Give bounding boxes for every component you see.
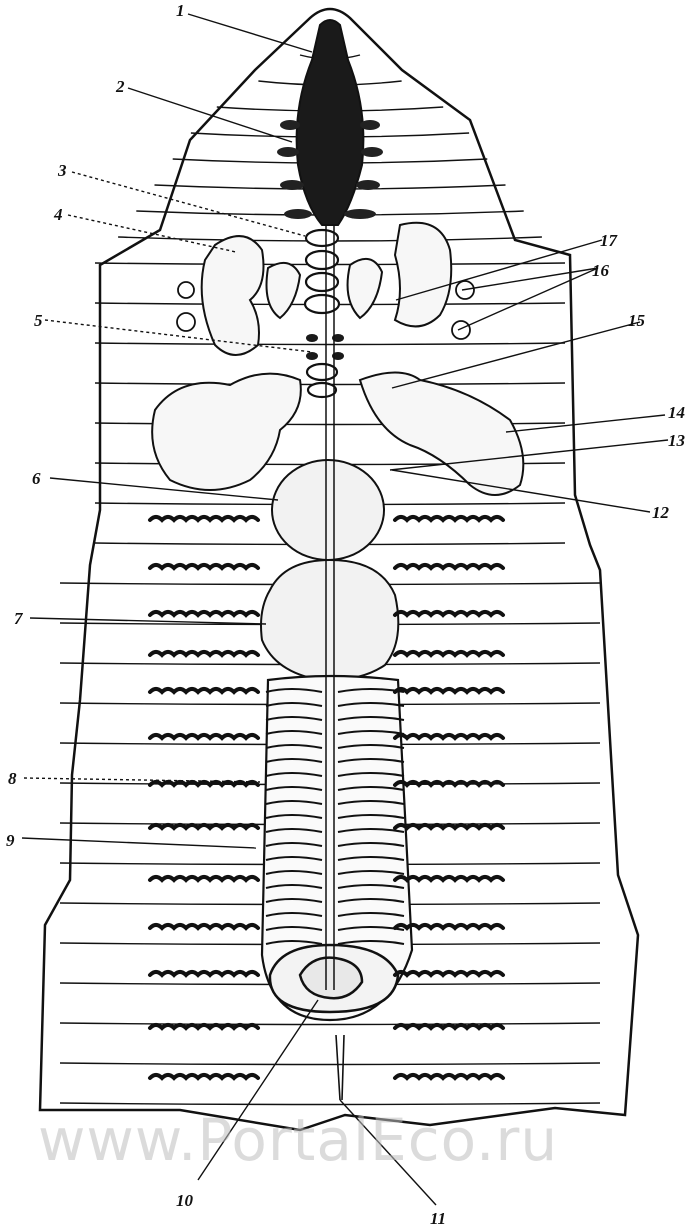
nephridium: [148, 563, 260, 571]
nephridium: [393, 823, 505, 831]
segment-line: [59, 1102, 601, 1106]
nephridium: [393, 610, 505, 618]
intestine-fold: [265, 912, 405, 917]
intestine-fold: [265, 898, 405, 903]
callout-labels: 1 2 3 4 5 6 7 8 9 10 11 12 13 14 15 16 1…: [6, 1, 686, 1228]
label-15: 15: [628, 311, 646, 330]
nephridium: [393, 650, 505, 658]
nephridium: [148, 875, 260, 883]
intestine-fold: [265, 744, 405, 749]
nephridium: [393, 563, 505, 571]
nephridium: [148, 733, 260, 741]
crop: [271, 459, 385, 561]
label-8: 8: [8, 769, 17, 788]
anal-end: [335, 1034, 345, 1101]
watermark: www.PortalEco.ru: [38, 1106, 558, 1174]
segment-line: [59, 1062, 601, 1066]
nephridium: [393, 1073, 505, 1081]
label-9: 9: [6, 831, 15, 850]
intestine-fold: [265, 870, 405, 875]
label-3: 3: [57, 161, 67, 180]
label-16: 16: [592, 261, 610, 280]
hearts: [303, 228, 341, 399]
intestine-fold: [265, 814, 405, 819]
nephridium: [148, 970, 260, 978]
intestine-fold: [265, 926, 405, 931]
nephridium: [148, 823, 260, 831]
nephridium: [148, 650, 260, 658]
label-2: 2: [115, 77, 125, 96]
nephridium: [393, 923, 505, 931]
label-13: 13: [668, 431, 686, 450]
intestine-fold: [265, 758, 405, 763]
nephridium: [393, 687, 505, 695]
nephridium: [148, 515, 260, 523]
intestine-fold: [265, 828, 405, 833]
label-14: 14: [668, 403, 685, 422]
label-4: 4: [53, 205, 63, 224]
seminal-vesicles: [151, 221, 525, 496]
intestine-fold: [265, 730, 405, 735]
intestine-fold: [265, 786, 405, 791]
pharyngeal-glands: [277, 120, 383, 219]
nephridium: [148, 1023, 260, 1031]
label-7: 7: [14, 609, 24, 628]
label-5: 5: [34, 311, 43, 330]
nephridium: [393, 733, 505, 741]
nephridium: [148, 1073, 260, 1081]
label-10: 10: [176, 1191, 194, 1210]
intestine-fold: [265, 940, 405, 945]
seminal-receptacles: [176, 280, 475, 340]
intestine-fold: [265, 702, 405, 707]
nephridium: [393, 1023, 505, 1031]
pharynx: [295, 19, 365, 226]
label-6: 6: [32, 469, 41, 488]
intestine-fold: [265, 772, 405, 777]
intestine-folds: [265, 688, 405, 945]
label-1: 1: [176, 1, 185, 20]
segment-line: [59, 1022, 601, 1026]
dorsal-vessel: [325, 225, 335, 990]
intestine-fold: [265, 800, 405, 805]
label-11: 11: [430, 1209, 446, 1228]
nephridium: [393, 875, 505, 883]
nephridium: [393, 970, 505, 978]
nephridium: [148, 923, 260, 931]
nephridium: [148, 610, 260, 618]
label-17: 17: [600, 231, 619, 250]
intestine-fold: [265, 884, 405, 889]
leader-lines: [21, 13, 669, 1206]
gizzard: [260, 558, 400, 682]
intestine-fold: [265, 842, 405, 847]
nephridium: [393, 515, 505, 523]
nephridium: [393, 780, 505, 788]
intestine-fold: [265, 856, 405, 861]
intestine-fold: [265, 716, 405, 721]
nerve-ganglia: [306, 334, 344, 360]
nephridium: [148, 687, 260, 695]
segment-line: [94, 342, 566, 346]
label-12: 12: [652, 503, 670, 522]
